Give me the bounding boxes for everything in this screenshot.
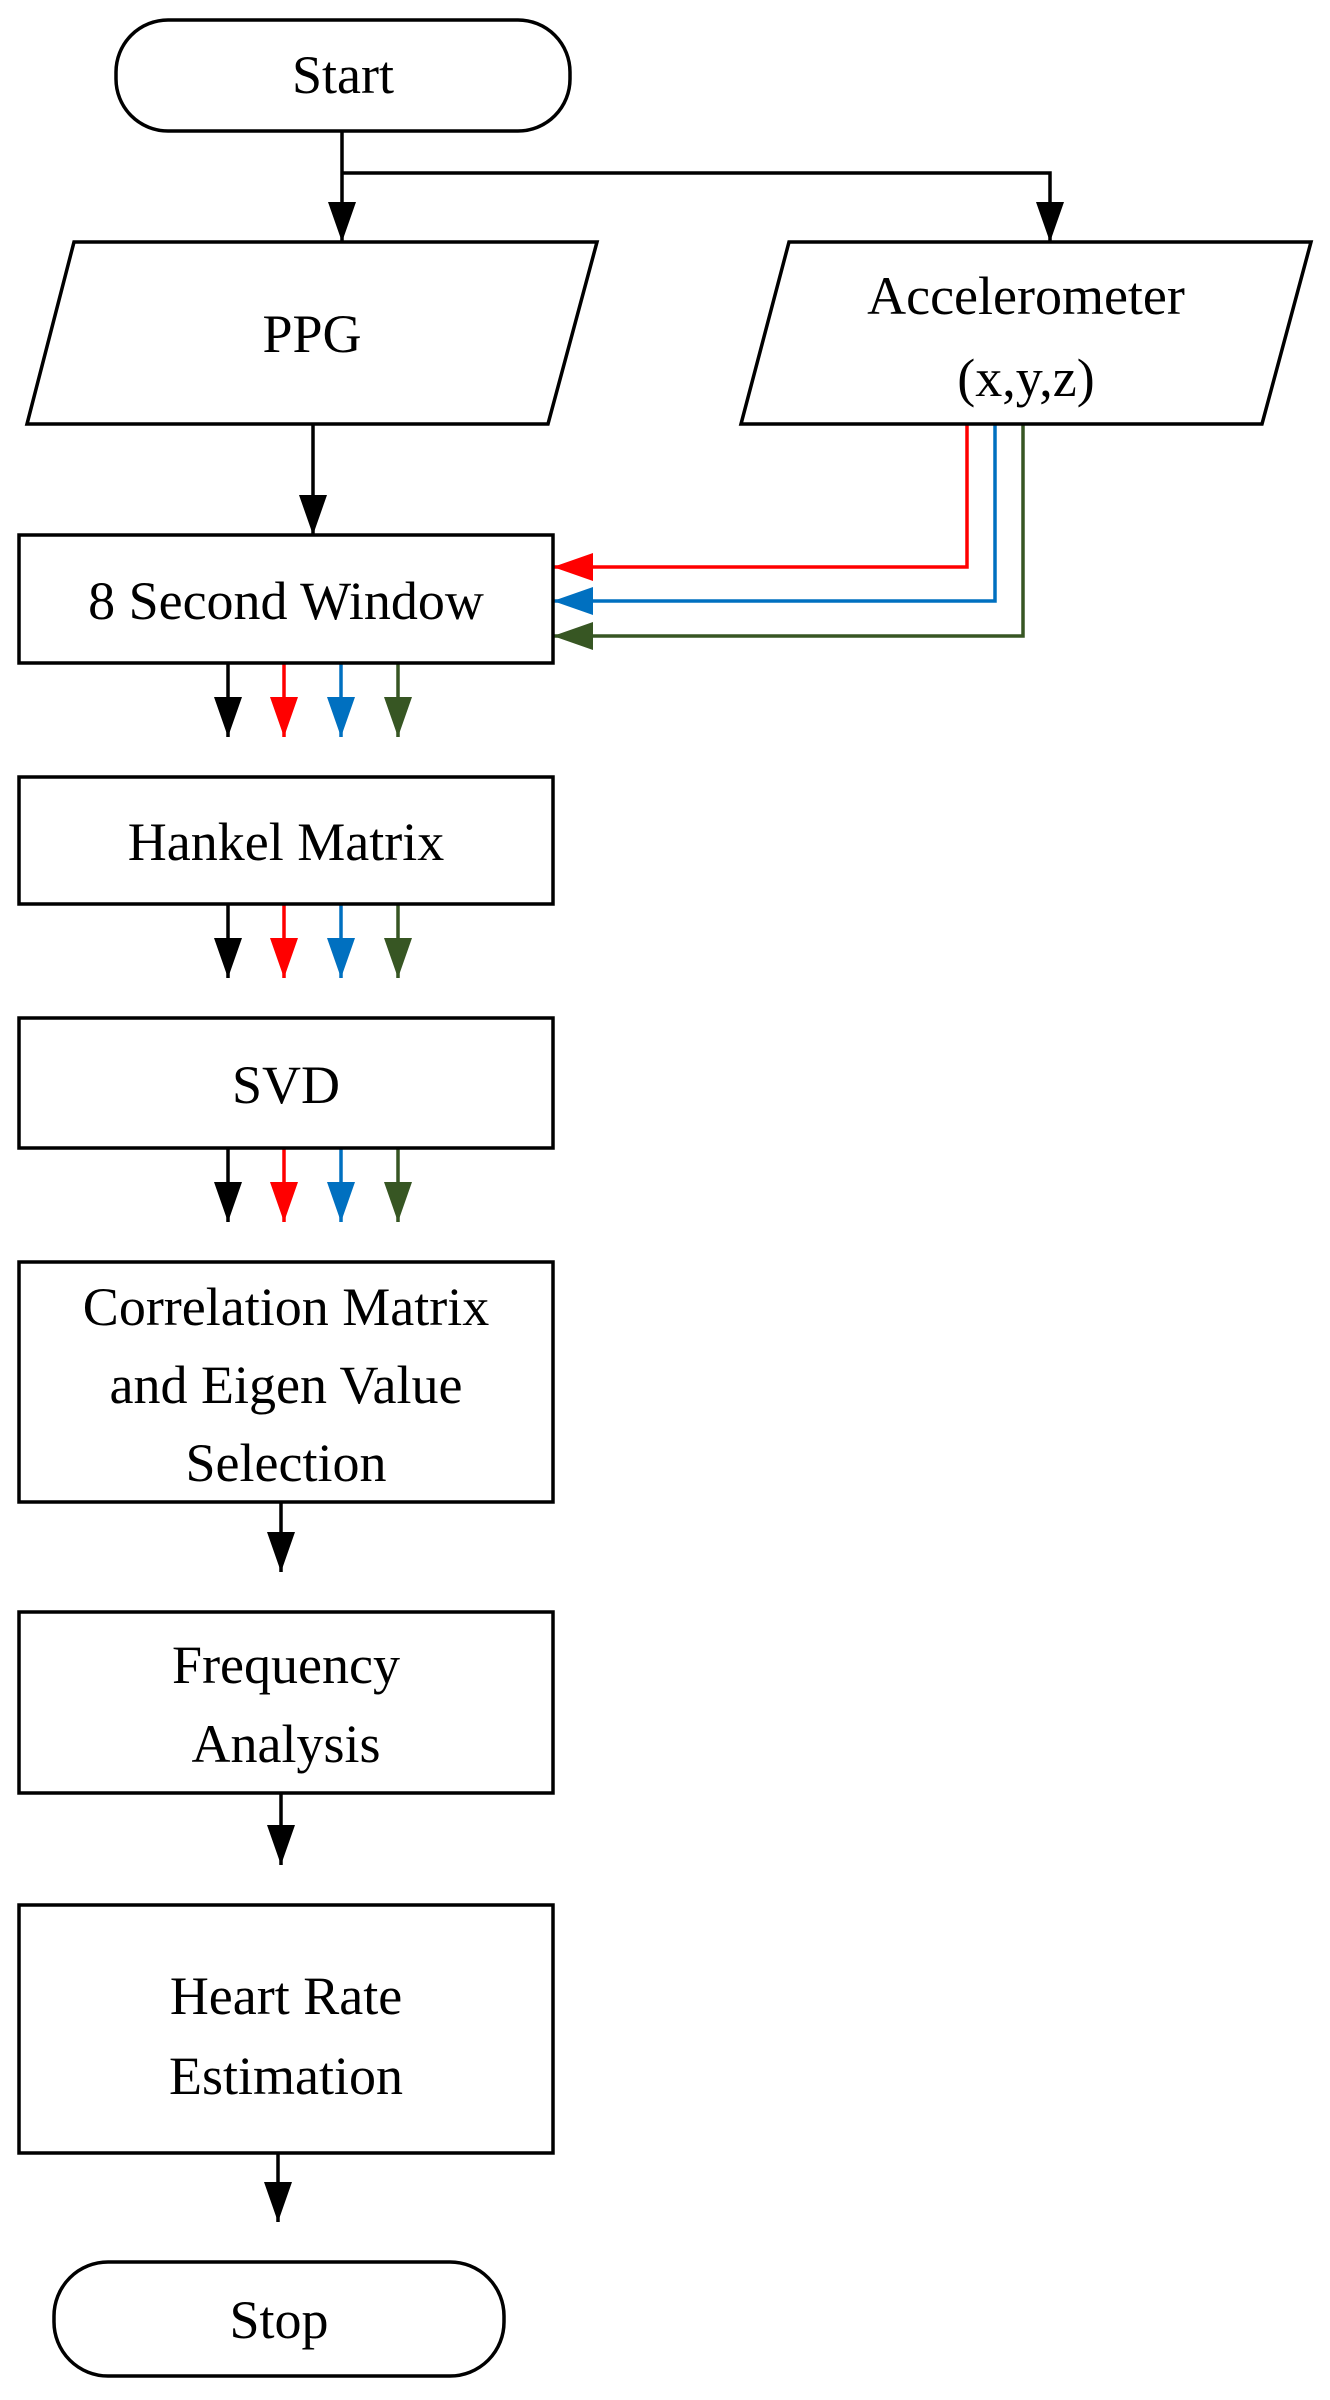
arrow-acc-y-to-window (553, 424, 997, 615)
svd-label: SVD (232, 1055, 340, 1115)
correlation-label-line1: Correlation Matrix (83, 1277, 489, 1337)
arrow-start-to-accelerometer (342, 171, 1064, 242)
accelerometer-label-line1: Accelerometer (867, 266, 1185, 326)
frequency-process: Frequency Analysis (17, 1610, 555, 1795)
accelerometer-label-line2: (x,y,z) (957, 348, 1094, 408)
heart-rate-process: Heart Rate Estimation (17, 1903, 555, 2155)
arrow-acc-x-to-window (553, 424, 969, 581)
start-label: Start (292, 45, 394, 105)
window-label: 8 Second Window (88, 571, 484, 631)
connectors (214, 131, 1064, 2222)
accelerometer-input: Accelerometer (x,y,z) (738, 240, 1314, 426)
stop-terminal: Stop (52, 2260, 506, 2378)
frequency-label-line2: Analysis (192, 1714, 381, 1774)
heart-rate-label-line1: Heart Rate (170, 1966, 402, 2026)
start-terminal: Start (114, 18, 572, 133)
hankel-label: Hankel Matrix (128, 812, 444, 872)
correlation-label-line2: and Eigen Value (110, 1355, 463, 1415)
window-process: 8 Second Window (17, 533, 555, 665)
arrow-acc-z-to-window (553, 424, 1025, 650)
correlation-process: Correlation Matrix and Eigen Value Selec… (17, 1260, 555, 1504)
heart-rate-label-line2: Estimation (169, 2046, 403, 2106)
frequency-label-line1: Frequency (172, 1635, 400, 1695)
stop-label: Stop (229, 2290, 328, 2350)
correlation-label-line3: Selection (186, 1433, 387, 1493)
hankel-process: Hankel Matrix (17, 775, 555, 906)
svd-process: SVD (17, 1016, 555, 1150)
ppg-label: PPG (262, 304, 361, 364)
ppg-input: PPG (24, 240, 600, 426)
